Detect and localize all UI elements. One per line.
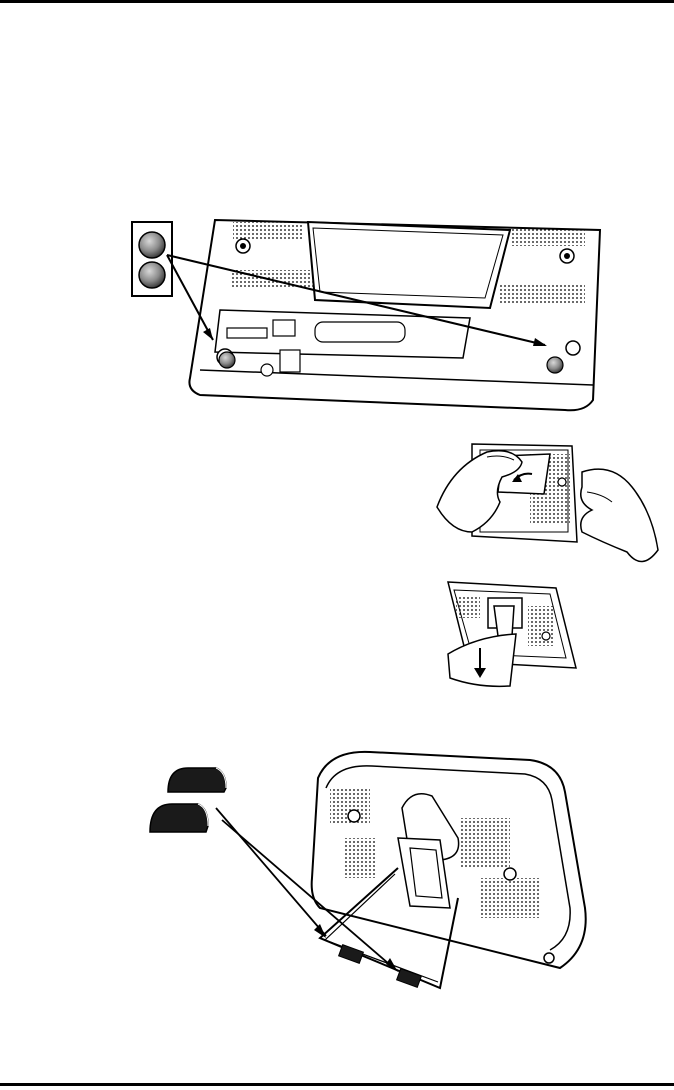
feet-callout-box [132, 222, 172, 296]
figure-hands-opening-stand [432, 432, 664, 580]
bottom-rule [0, 1083, 674, 1086]
figure-stand-with-pads [140, 748, 600, 1008]
figure-base-with-feet [115, 200, 605, 420]
figure-stand-flipped-out [438, 576, 580, 700]
pad-callouts [150, 768, 226, 832]
top-rule [0, 0, 674, 3]
